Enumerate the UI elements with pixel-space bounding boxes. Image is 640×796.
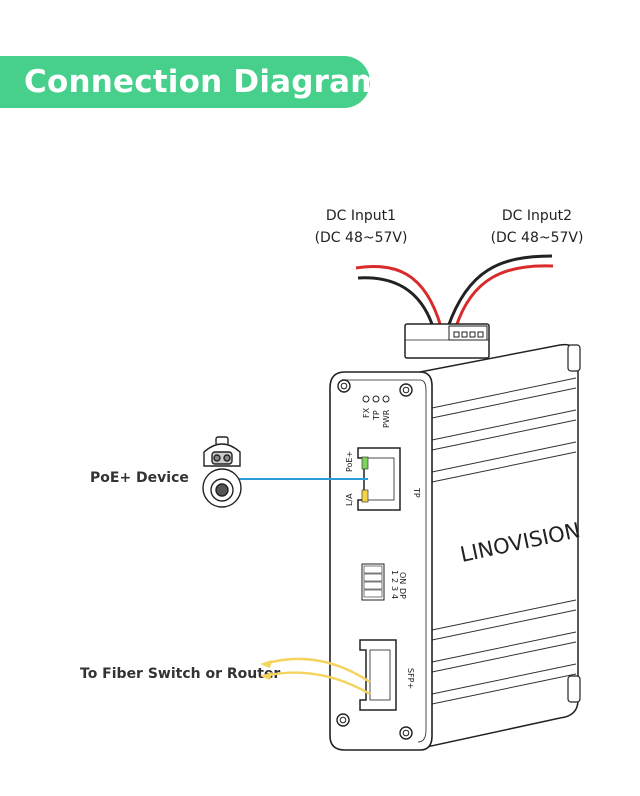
tp-port-label: TP bbox=[412, 487, 421, 498]
dip-number-4: 4 bbox=[390, 594, 399, 599]
screw-icons bbox=[336, 379, 413, 740]
dip-number-2: 2 bbox=[390, 578, 399, 583]
sfp-port bbox=[359, 639, 397, 711]
dc-input1-name: DC Input1 bbox=[325, 208, 397, 224]
dip-number-1: 1 bbox=[390, 570, 399, 575]
title-banner: Connection Diagram bbox=[0, 56, 383, 108]
status-led-icons bbox=[362, 395, 390, 403]
device-side-panel bbox=[419, 343, 581, 749]
led-label-pwr: PWR bbox=[382, 409, 391, 428]
fiber-cables bbox=[263, 657, 371, 696]
dip-switch bbox=[361, 563, 385, 601]
poe-device-label: PoE+ Device bbox=[90, 470, 189, 486]
wire-black-2 bbox=[446, 254, 553, 328]
wire-red-1 bbox=[355, 264, 443, 328]
wire-red-2 bbox=[454, 264, 554, 328]
dc-wires bbox=[355, 254, 554, 328]
terminal-block bbox=[404, 323, 490, 359]
dc-input1-voltage: (DC 48~57V) bbox=[314, 230, 408, 246]
port-label-la: L/A bbox=[345, 493, 354, 506]
dip-label-on: ON bbox=[398, 572, 407, 584]
rj45-port bbox=[357, 447, 401, 511]
fiber-destination-label: To Fiber Switch or Router bbox=[80, 666, 281, 682]
sfp-label: SFP+ bbox=[406, 668, 415, 689]
poe-led bbox=[361, 456, 369, 470]
dip-number-3: 3 bbox=[390, 586, 399, 591]
dip-label-dp: DP bbox=[398, 588, 407, 599]
port-label-poe: PoE+ bbox=[345, 451, 354, 472]
led-label-tp: TP bbox=[372, 410, 381, 421]
page-title: Connection Diagram bbox=[24, 64, 383, 100]
poe-camera-icon bbox=[202, 436, 242, 508]
device-front-panel: FX TP PWR PoE+ L/A TP 1 2 3 4 ON DP bbox=[329, 371, 433, 751]
dc-input2-voltage: (DC 48~57V) bbox=[490, 230, 584, 246]
fiber-arrow-icons bbox=[260, 660, 272, 680]
link-led bbox=[361, 489, 369, 503]
led-label-fx: FX bbox=[362, 407, 371, 418]
dc-input2-name: DC Input2 bbox=[501, 208, 573, 224]
wire-black-1 bbox=[357, 276, 435, 328]
